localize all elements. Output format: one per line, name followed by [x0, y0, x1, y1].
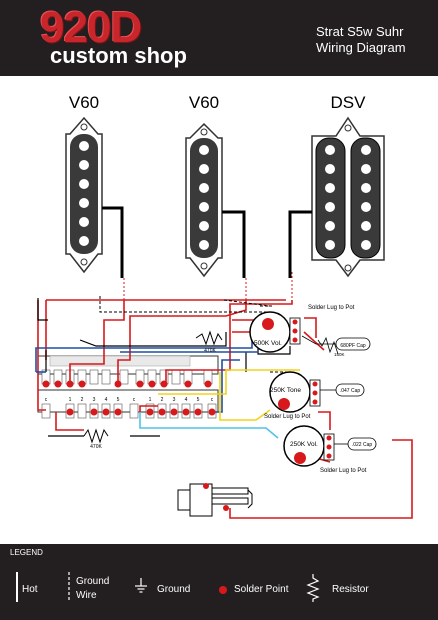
hot-wires: [37, 299, 413, 519]
cap-047-label: .047 Cap: [340, 388, 361, 394]
cap-022: .022 Cap: [334, 437, 377, 451]
pickup-lead-wires: [102, 206, 312, 278]
volume-pot-500k: 500K Vol.: [249, 311, 301, 353]
switch-solder-points: [42, 380, 216, 416]
switch-bottom-lug-c1: c: [45, 397, 48, 403]
resistor-470k-top: 470K: [195, 330, 223, 354]
volume-pot-label: 500K Vol.: [254, 340, 282, 347]
hot-wire-icon: [16, 572, 18, 602]
solder-lug-note-1: Solder Lug to Pot: [308, 305, 355, 311]
solder-lug-note-2: Solder Lug to Pot: [264, 414, 311, 420]
cap-680pf: 680PF Cap: [301, 335, 371, 351]
resistor-470k-bottom-label: 470K: [90, 444, 102, 450]
solder-lug-note-3: Solder Lug to Pot: [320, 468, 367, 474]
diagram-title-line1: Strat S5w Suhr: [316, 24, 404, 39]
blue-wires: [35, 340, 258, 413]
switch-bottom-lug-5b: 5: [197, 397, 200, 403]
diagram-title-line2: Wiring Diagram: [316, 40, 406, 55]
switch-bottom-lug-1b: 1: [149, 397, 152, 403]
resistor-icon: [306, 574, 320, 602]
bridge-pickup-label: DSV: [331, 93, 367, 112]
neck-pickup-label: V60: [69, 93, 99, 112]
ground-symbol-icon: [135, 578, 147, 593]
yellow-wires: [158, 369, 300, 421]
tone-pot-250k: 250K Tone Solder Lug to Pot: [264, 371, 321, 420]
brand-logo-number: 920D: [40, 3, 142, 52]
resistor-470k-top-label: 470K: [204, 348, 216, 354]
volume-pot-2-label: 250K Vol.: [290, 441, 318, 448]
cap-680pf-label: 680PF Cap: [340, 343, 366, 349]
switch-bottom-lug-4b: 4: [185, 397, 188, 403]
switch-bottom-lug-5: 5: [117, 397, 120, 403]
legend-hot: Hot: [22, 584, 38, 595]
legend-ground-wire-line1: Ground: [76, 576, 110, 587]
neck-pickup: [65, 116, 103, 274]
legend-ground: Ground: [157, 584, 191, 595]
switch-bottom-lug-4: 4: [105, 397, 108, 403]
tone-pot-label: 250K Tone: [270, 387, 301, 394]
legend-ground-wire-line2: Wire: [76, 590, 97, 601]
legend-panel: LEGEND Hot Ground Wire Ground Solder Poi…: [0, 544, 438, 620]
switch-bottom-lug-2: 2: [81, 397, 84, 403]
solder-point-icon: [219, 586, 227, 594]
middle-pickup: [185, 122, 223, 278]
switch-bottom-lug-3b: 3: [173, 397, 176, 403]
switch-bottom-lug-3: 3: [93, 397, 96, 403]
wiring-diagram: V60 V60 DSV: [35, 93, 413, 519]
legend-solder-point: Solder Point: [234, 584, 289, 595]
switch-bottom-lug-c3: c: [211, 397, 214, 403]
resistor-470k-bottom: 470K: [83, 428, 109, 450]
cyan-wires: [139, 412, 279, 439]
switch-bottom-lug-c2: c: [133, 397, 136, 403]
middle-pickup-label: V60: [189, 93, 219, 112]
output-jack: [177, 483, 253, 517]
cap-047: .047 Cap: [320, 383, 365, 397]
brand-logo-subtitle: custom shop: [50, 43, 187, 68]
legend-title: LEGEND: [10, 548, 43, 557]
five-way-switch: c 1 2 3 4 5 c 1 2 3 4 5 c c 1 2 3 4 5 c …: [37, 355, 219, 419]
legend-resistor: Resistor: [332, 584, 369, 595]
ground-wire-icon: [68, 572, 70, 602]
resistor-150k: 150K: [317, 336, 345, 357]
resistor-150k-label: 150K: [334, 352, 345, 357]
switch-bottom-lug-2b: 2: [161, 397, 164, 403]
black-wires: [37, 298, 291, 437]
bridge-humbucker-pickup: [311, 116, 385, 278]
volume-pot-250k: 250K Vol. Solder Lug to Pot: [283, 425, 367, 474]
pickup-hot-dashes: [123, 272, 293, 300]
header-bar: 920D custom shop Strat S5w Suhr Wiring D…: [0, 0, 438, 76]
cap-022-label: .022 Cap: [352, 442, 373, 448]
switch-bottom-lug-1: 1: [69, 397, 72, 403]
